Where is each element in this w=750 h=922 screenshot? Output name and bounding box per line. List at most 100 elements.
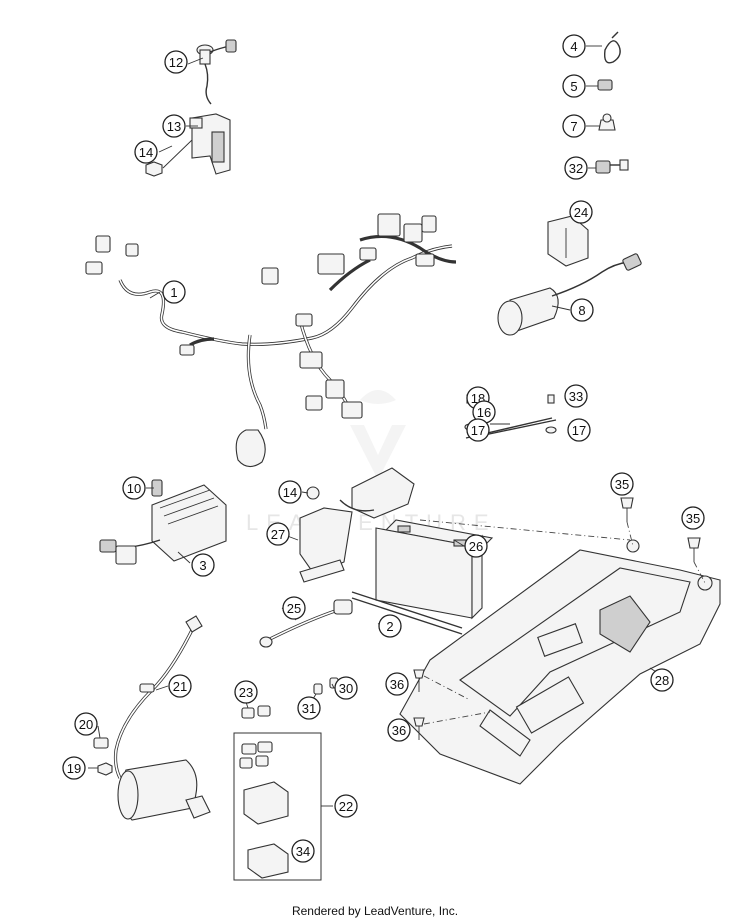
callout-4[interactable]: 4 (562, 34, 586, 58)
callout-24[interactable]: 24 (569, 200, 593, 224)
callout-circle (334, 794, 358, 818)
callout-circle (570, 298, 594, 322)
callout-number: 7 (570, 119, 577, 134)
callout-number: 36 (392, 723, 406, 738)
callout-number: 5 (570, 79, 577, 94)
callout-number: 33 (569, 389, 583, 404)
watermark-logo (350, 390, 406, 480)
callout-number: 4 (570, 39, 577, 54)
mounting-bolts (413, 497, 706, 740)
small-parts-column (595, 31, 629, 174)
callout-20[interactable]: 20 (74, 712, 98, 736)
callout-number: 10 (127, 481, 141, 496)
callout-number: 25 (287, 601, 301, 616)
callout-number: 30 (339, 681, 353, 696)
callout-circle (562, 114, 586, 138)
spark-plug-cable (259, 599, 353, 648)
callout-7[interactable]: 7 (562, 114, 586, 138)
callout-number: 3 (199, 558, 206, 573)
callout-2[interactable]: 2 (378, 614, 402, 638)
callout-number: 35 (615, 477, 629, 492)
switch-assembly (145, 39, 237, 177)
callout-circle (164, 50, 188, 74)
callout-circle (610, 472, 634, 496)
callout-number: 22 (339, 799, 353, 814)
callout-22[interactable]: 22 (334, 794, 358, 818)
callout-circle (297, 696, 321, 720)
callout-10[interactable]: 10 (122, 476, 146, 500)
callout-circle (168, 674, 192, 698)
callout-32[interactable]: 32 (564, 156, 588, 180)
callout-circle (278, 480, 302, 504)
callout-number: 21 (173, 679, 187, 694)
callout-circle (569, 200, 593, 224)
callout-circle (62, 756, 86, 780)
callout-1[interactable]: 1 (162, 280, 186, 304)
callout-circle (378, 614, 402, 638)
callout-35[interactable]: 35 (610, 472, 634, 496)
callout-number: 19 (67, 761, 81, 776)
relay-bracket (299, 467, 415, 583)
callout-number: 17 (471, 423, 485, 438)
voltage-regulator (99, 479, 227, 565)
callout-number: 14 (283, 485, 297, 500)
callout-36[interactable]: 36 (387, 718, 411, 742)
callout-circle (681, 506, 705, 530)
callout-circle (567, 418, 591, 442)
callout-circle (234, 680, 258, 704)
callout-30[interactable]: 30 (334, 676, 358, 700)
starter-cable-and-motor (93, 615, 211, 821)
callout-3[interactable]: 3 (191, 553, 215, 577)
callout-17[interactable]: 17 (567, 418, 591, 442)
callout-circle (466, 418, 490, 442)
callout-circle (464, 534, 488, 558)
callout-circle (162, 280, 186, 304)
callout-number: 17 (572, 423, 586, 438)
callout-36[interactable]: 36 (385, 672, 409, 696)
callout-31[interactable]: 31 (297, 696, 321, 720)
callout-number: 12 (169, 55, 183, 70)
callout-number: 8 (578, 303, 585, 318)
callout-25[interactable]: 25 (282, 596, 306, 620)
callout-number: 14 (139, 145, 153, 160)
callout-28[interactable]: 28 (650, 668, 674, 692)
callout-21[interactable]: 21 (168, 674, 192, 698)
callout-19[interactable]: 19 (62, 756, 86, 780)
callout-8[interactable]: 8 (570, 298, 594, 322)
relay-kit-box-22 (233, 732, 333, 881)
callout-33[interactable]: 33 (564, 384, 588, 408)
battery-holder-28 (399, 539, 721, 785)
callout-14[interactable]: 14 (278, 480, 302, 504)
callout-circle (387, 718, 411, 742)
callout-13[interactable]: 13 (162, 114, 186, 138)
callout-number: 34 (296, 844, 310, 859)
callout-number: 20 (79, 717, 93, 732)
callout-number: 28 (655, 673, 669, 688)
callout-23[interactable]: 23 (234, 680, 258, 704)
callout-circle (134, 140, 158, 164)
callout-number: 27 (271, 527, 285, 542)
callout-leaders (88, 45, 667, 769)
callout-circle (291, 839, 315, 863)
callout-number: 1 (170, 285, 177, 300)
callout-14[interactable]: 14 (134, 140, 158, 164)
callout-circle (266, 522, 290, 546)
callout-5[interactable]: 5 (562, 74, 586, 98)
callout-34[interactable]: 34 (291, 839, 315, 863)
callout-number: 35 (686, 511, 700, 526)
callout-number: 13 (167, 119, 181, 134)
callout-number: 36 (390, 677, 404, 692)
callout-number: 2 (386, 619, 393, 634)
footer-credit: Rendered by LeadVenture, Inc. (291, 904, 459, 918)
callout-12[interactable]: 12 (164, 50, 188, 74)
callout-number: 32 (569, 161, 583, 176)
callout-35[interactable]: 35 (681, 506, 705, 530)
callout-16[interactable]: 16 (472, 400, 496, 424)
callout-circle (122, 476, 146, 500)
callout-17[interactable]: 17 (466, 418, 490, 442)
callout-number: 16 (477, 405, 491, 420)
callout-circle (564, 156, 588, 180)
callout-27[interactable]: 27 (266, 522, 290, 546)
callout-circle (650, 668, 674, 692)
callout-26[interactable]: 26 (464, 534, 488, 558)
